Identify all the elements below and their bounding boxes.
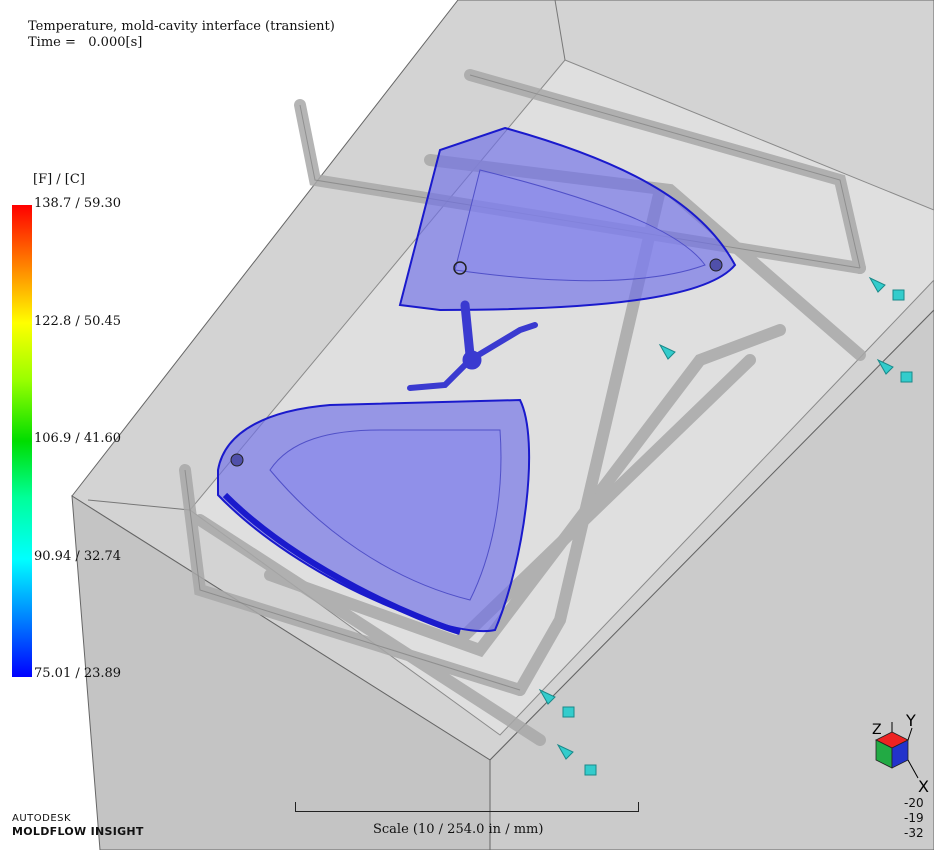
legend-tick: 106.9 / 41.60	[34, 431, 122, 446]
legend-tick-max: 138.7 / 59.30	[34, 196, 122, 211]
triad-z-label: Z	[872, 722, 882, 738]
time-label: Time =	[28, 35, 76, 50]
time-readout: Time = 0.000[s]	[28, 35, 335, 51]
brand-line1: AUTODESK	[12, 813, 72, 824]
view-angle-y: -19	[904, 811, 924, 825]
orientation-triad[interactable]: Z Y X	[866, 712, 932, 796]
color-legend-bar	[12, 205, 32, 677]
legend-tick: 90.94 / 32.74	[34, 549, 122, 564]
legend-tick-min: 75.01 / 23.89	[34, 666, 122, 681]
view-angle-z: -32	[904, 826, 924, 840]
triad-y-label: Y	[905, 712, 916, 730]
brand-logo: AUTODESK MOLDFLOW INSIGHT	[12, 812, 144, 838]
block-edge-line	[554, 0, 566, 61]
triad-x-label: X	[918, 777, 929, 796]
block-edge-line	[87, 499, 191, 511]
part-lower	[217, 398, 531, 635]
runner-system	[407, 300, 538, 391]
view-angle-readout: -20 -19 -32	[904, 796, 924, 841]
coolant-arrows	[538, 276, 913, 776]
scale-bar	[295, 802, 639, 812]
result-title-block: Temperature, mold-cavity interface (tran…	[28, 19, 335, 51]
legend-units: [F] / [C]	[33, 172, 85, 187]
scale-label: Scale (10 / 254.0 in / mm)	[373, 822, 544, 837]
result-title: Temperature, mold-cavity interface (tran…	[28, 19, 335, 34]
brand-line2: MOLDFLOW INSIGHT	[12, 825, 144, 838]
part-upper	[398, 126, 737, 312]
mold-block-side-face	[489, 309, 934, 851]
legend-tick: 122.8 / 50.45	[34, 314, 122, 329]
view-angle-x: -20	[904, 796, 924, 810]
time-value: 0.000[s]	[88, 35, 143, 50]
